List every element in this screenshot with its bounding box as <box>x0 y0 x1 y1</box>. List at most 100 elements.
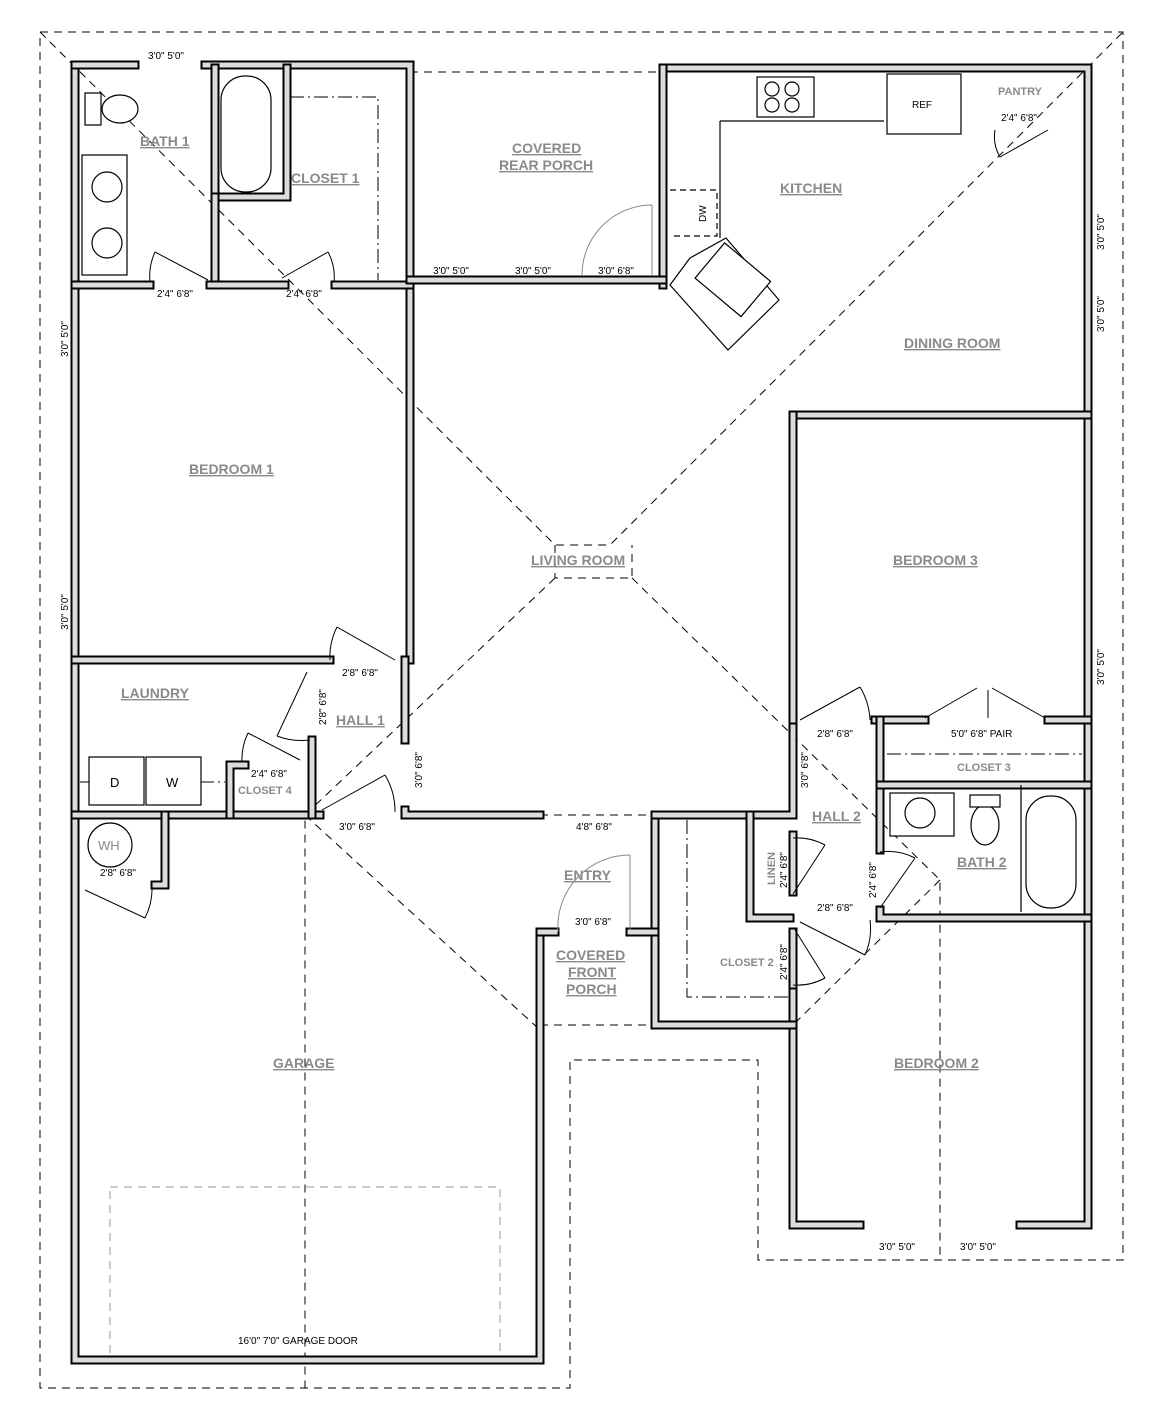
refrigerator-icon <box>886 73 962 135</box>
dim-label: 3'0" 6'8" <box>800 752 811 788</box>
toilet-tank <box>969 794 1001 808</box>
dim-label: 4'8" 6'8" <box>576 822 612 833</box>
room-label-garage: GARAGE <box>273 1055 334 1071</box>
room-label-linen: LINEN <box>766 852 778 885</box>
wall <box>747 812 793 921</box>
door-garage[interactable] <box>321 774 396 813</box>
walls <box>70 60 1093 1365</box>
dim-label: 2'8" 6'8" <box>817 903 853 914</box>
burner-icon <box>784 81 800 97</box>
wall <box>72 62 413 663</box>
bathtub-icon <box>1025 795 1077 909</box>
door-bedroom2[interactable] <box>799 919 872 956</box>
dim-label: 3'0" 5'0" <box>960 1242 996 1253</box>
door-bath1[interactable] <box>149 251 209 283</box>
sink-basin <box>694 242 772 318</box>
room-label-closet4: CLOSET 4 <box>238 785 293 797</box>
burner-icon <box>764 97 780 113</box>
door-bedroom3[interactable] <box>799 686 871 721</box>
dim-label: 3'0" 5'0" <box>515 266 551 277</box>
door-laundry[interactable] <box>276 671 311 742</box>
toilet-icon <box>101 94 139 124</box>
refrigerator-label: REF <box>912 100 932 111</box>
door-closet1[interactable] <box>281 251 335 283</box>
wall <box>152 812 168 888</box>
wall <box>227 762 248 818</box>
room-label-hall1: HALL 1 <box>336 712 385 728</box>
sink-icon <box>904 797 936 829</box>
dim-label: 3'0" 6'8" <box>575 917 611 928</box>
door-closet3-right[interactable] <box>991 687 1046 719</box>
room-label-bedroom1: BEDROOM 1 <box>189 461 274 477</box>
wall <box>212 65 290 200</box>
dim-label: 2'4" 6'8" <box>157 289 193 300</box>
dim-label: 3'0" 6'8" <box>598 266 634 277</box>
room-label-pantry: PANTRY <box>998 86 1043 98</box>
room-label-laundry: LAUNDRY <box>121 685 190 701</box>
dim-label: 5'0" 6'8" PAIR <box>951 729 1012 740</box>
room-label-kitchen: KITCHEN <box>780 180 842 196</box>
dim-label: 2'8" 6'8" <box>318 689 329 725</box>
dim-label: 3'0" 5'0" <box>433 266 469 277</box>
dim-label: 2'4" 6'8" <box>779 852 790 888</box>
closet1-rod <box>290 96 379 280</box>
closet2-rod <box>686 820 790 998</box>
door-linen[interactable] <box>792 837 826 895</box>
porch-edge <box>410 71 663 1026</box>
wall <box>72 62 543 1363</box>
dim-label: 2'4" 6'8" <box>868 862 879 898</box>
room-label-bedroom3: BEDROOM 3 <box>893 552 978 568</box>
dim-label: 2'8" 6'8" <box>817 729 853 740</box>
room-labels: BATH 1 CLOSET 1 COVERED REAR PORCH KITCH… <box>121 86 1043 1071</box>
dim-label: 3'0" 5'0" <box>1096 296 1107 332</box>
dim-label: 3'0" 5'0" <box>1096 649 1107 685</box>
door-rear[interactable] <box>581 204 653 276</box>
wall <box>650 720 798 820</box>
bathtub-icon <box>220 75 272 193</box>
dim-label: 16'0" 7'0" GARAGE DOOR <box>238 1336 358 1347</box>
dim-label: 2'4" 6'8" <box>1001 113 1037 124</box>
fixtures: REF DW WH D W <box>81 73 1077 912</box>
hip-line <box>304 814 541 1031</box>
door-closet4[interactable] <box>241 732 301 763</box>
dim-label: 2'4" 6'8" <box>286 289 322 300</box>
burner-icon <box>764 81 780 97</box>
door-pantry[interactable] <box>993 129 1049 158</box>
dim-label: 3'0" 5'0" <box>60 321 71 357</box>
room-label-front-porch-3: PORCH <box>566 981 617 997</box>
door-bath2[interactable] <box>879 850 916 909</box>
hip-line <box>631 577 941 1260</box>
room-label-hall2: HALL 2 <box>812 808 861 824</box>
closet-rods <box>80 96 1082 998</box>
burner-icon <box>784 97 800 113</box>
wall <box>652 722 796 818</box>
room-label-closet2: CLOSET 2 <box>720 957 774 969</box>
dim-label: 2'8" 6'8" <box>342 668 378 679</box>
door-closet3-left[interactable] <box>924 687 989 719</box>
door-wh[interactable] <box>84 884 153 919</box>
sink-icon <box>91 171 123 203</box>
dim-label: 2'4" 6'8" <box>779 944 790 980</box>
room-label-closet3: CLOSET 3 <box>957 762 1011 774</box>
door-closet2[interactable] <box>792 929 826 986</box>
water-heater-label: WH <box>98 838 120 853</box>
hip-line <box>304 577 556 1388</box>
dishwasher-icon <box>670 189 718 237</box>
door-bedroom1[interactable] <box>329 626 396 661</box>
door-front[interactable] <box>557 854 631 933</box>
room-label-bath2: BATH 2 <box>957 854 1007 870</box>
room-label-rear-porch-1: COVERED <box>512 140 581 156</box>
stove <box>756 76 815 118</box>
dim-label: 3'0" 6'8" <box>414 752 425 788</box>
room-label-front-porch-2: FRONT <box>568 964 617 980</box>
dim-label: 3'0" 5'0" <box>879 1242 915 1253</box>
sink-icon <box>91 227 123 259</box>
dishwasher-label: DW <box>698 205 709 222</box>
toilet-icon <box>970 804 1000 846</box>
doors[interactable] <box>84 129 1049 986</box>
room-label-front-porch-1: COVERED <box>556 947 625 963</box>
wall <box>877 907 1091 921</box>
dim-label: 3'0" 5'0" <box>60 594 71 630</box>
dim-label: 2'8" 6'8" <box>100 868 136 879</box>
